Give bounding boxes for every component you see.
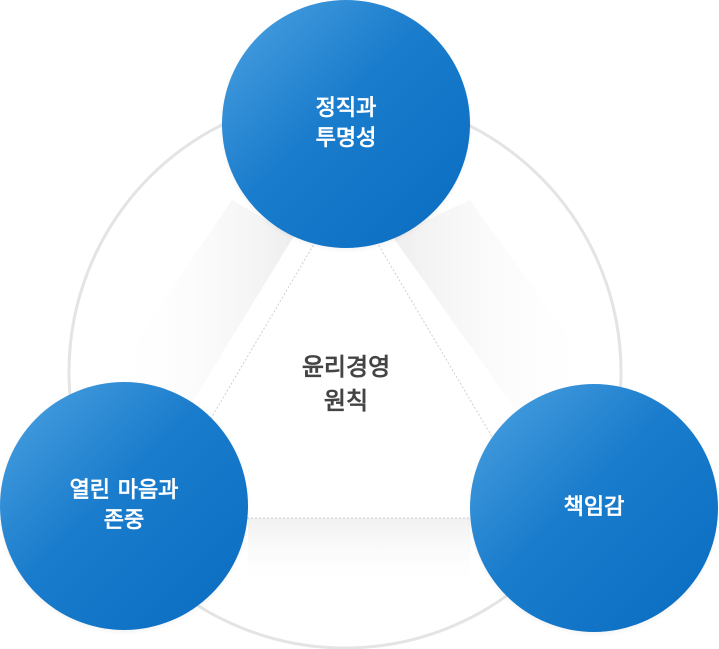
principle-circle-respect: 열린 마음과 존중	[0, 382, 248, 630]
shade-band-left	[110, 200, 294, 406]
center-triangle	[151, 189, 541, 519]
principle-circle-honesty: 정직과 투명성	[222, 0, 470, 248]
center-title: 윤리경영 원칙	[301, 353, 391, 415]
principle-label-responsibility: 책임감	[563, 495, 625, 520]
shade-band-right	[392, 200, 600, 410]
principle-label-respect: 열린 마음과 존중	[69, 478, 179, 533]
principle-circle-responsibility: 책임감	[470, 384, 718, 632]
principle-label-honesty: 정직과 투명성	[315, 96, 377, 151]
shade-band-bottom	[248, 512, 470, 590]
